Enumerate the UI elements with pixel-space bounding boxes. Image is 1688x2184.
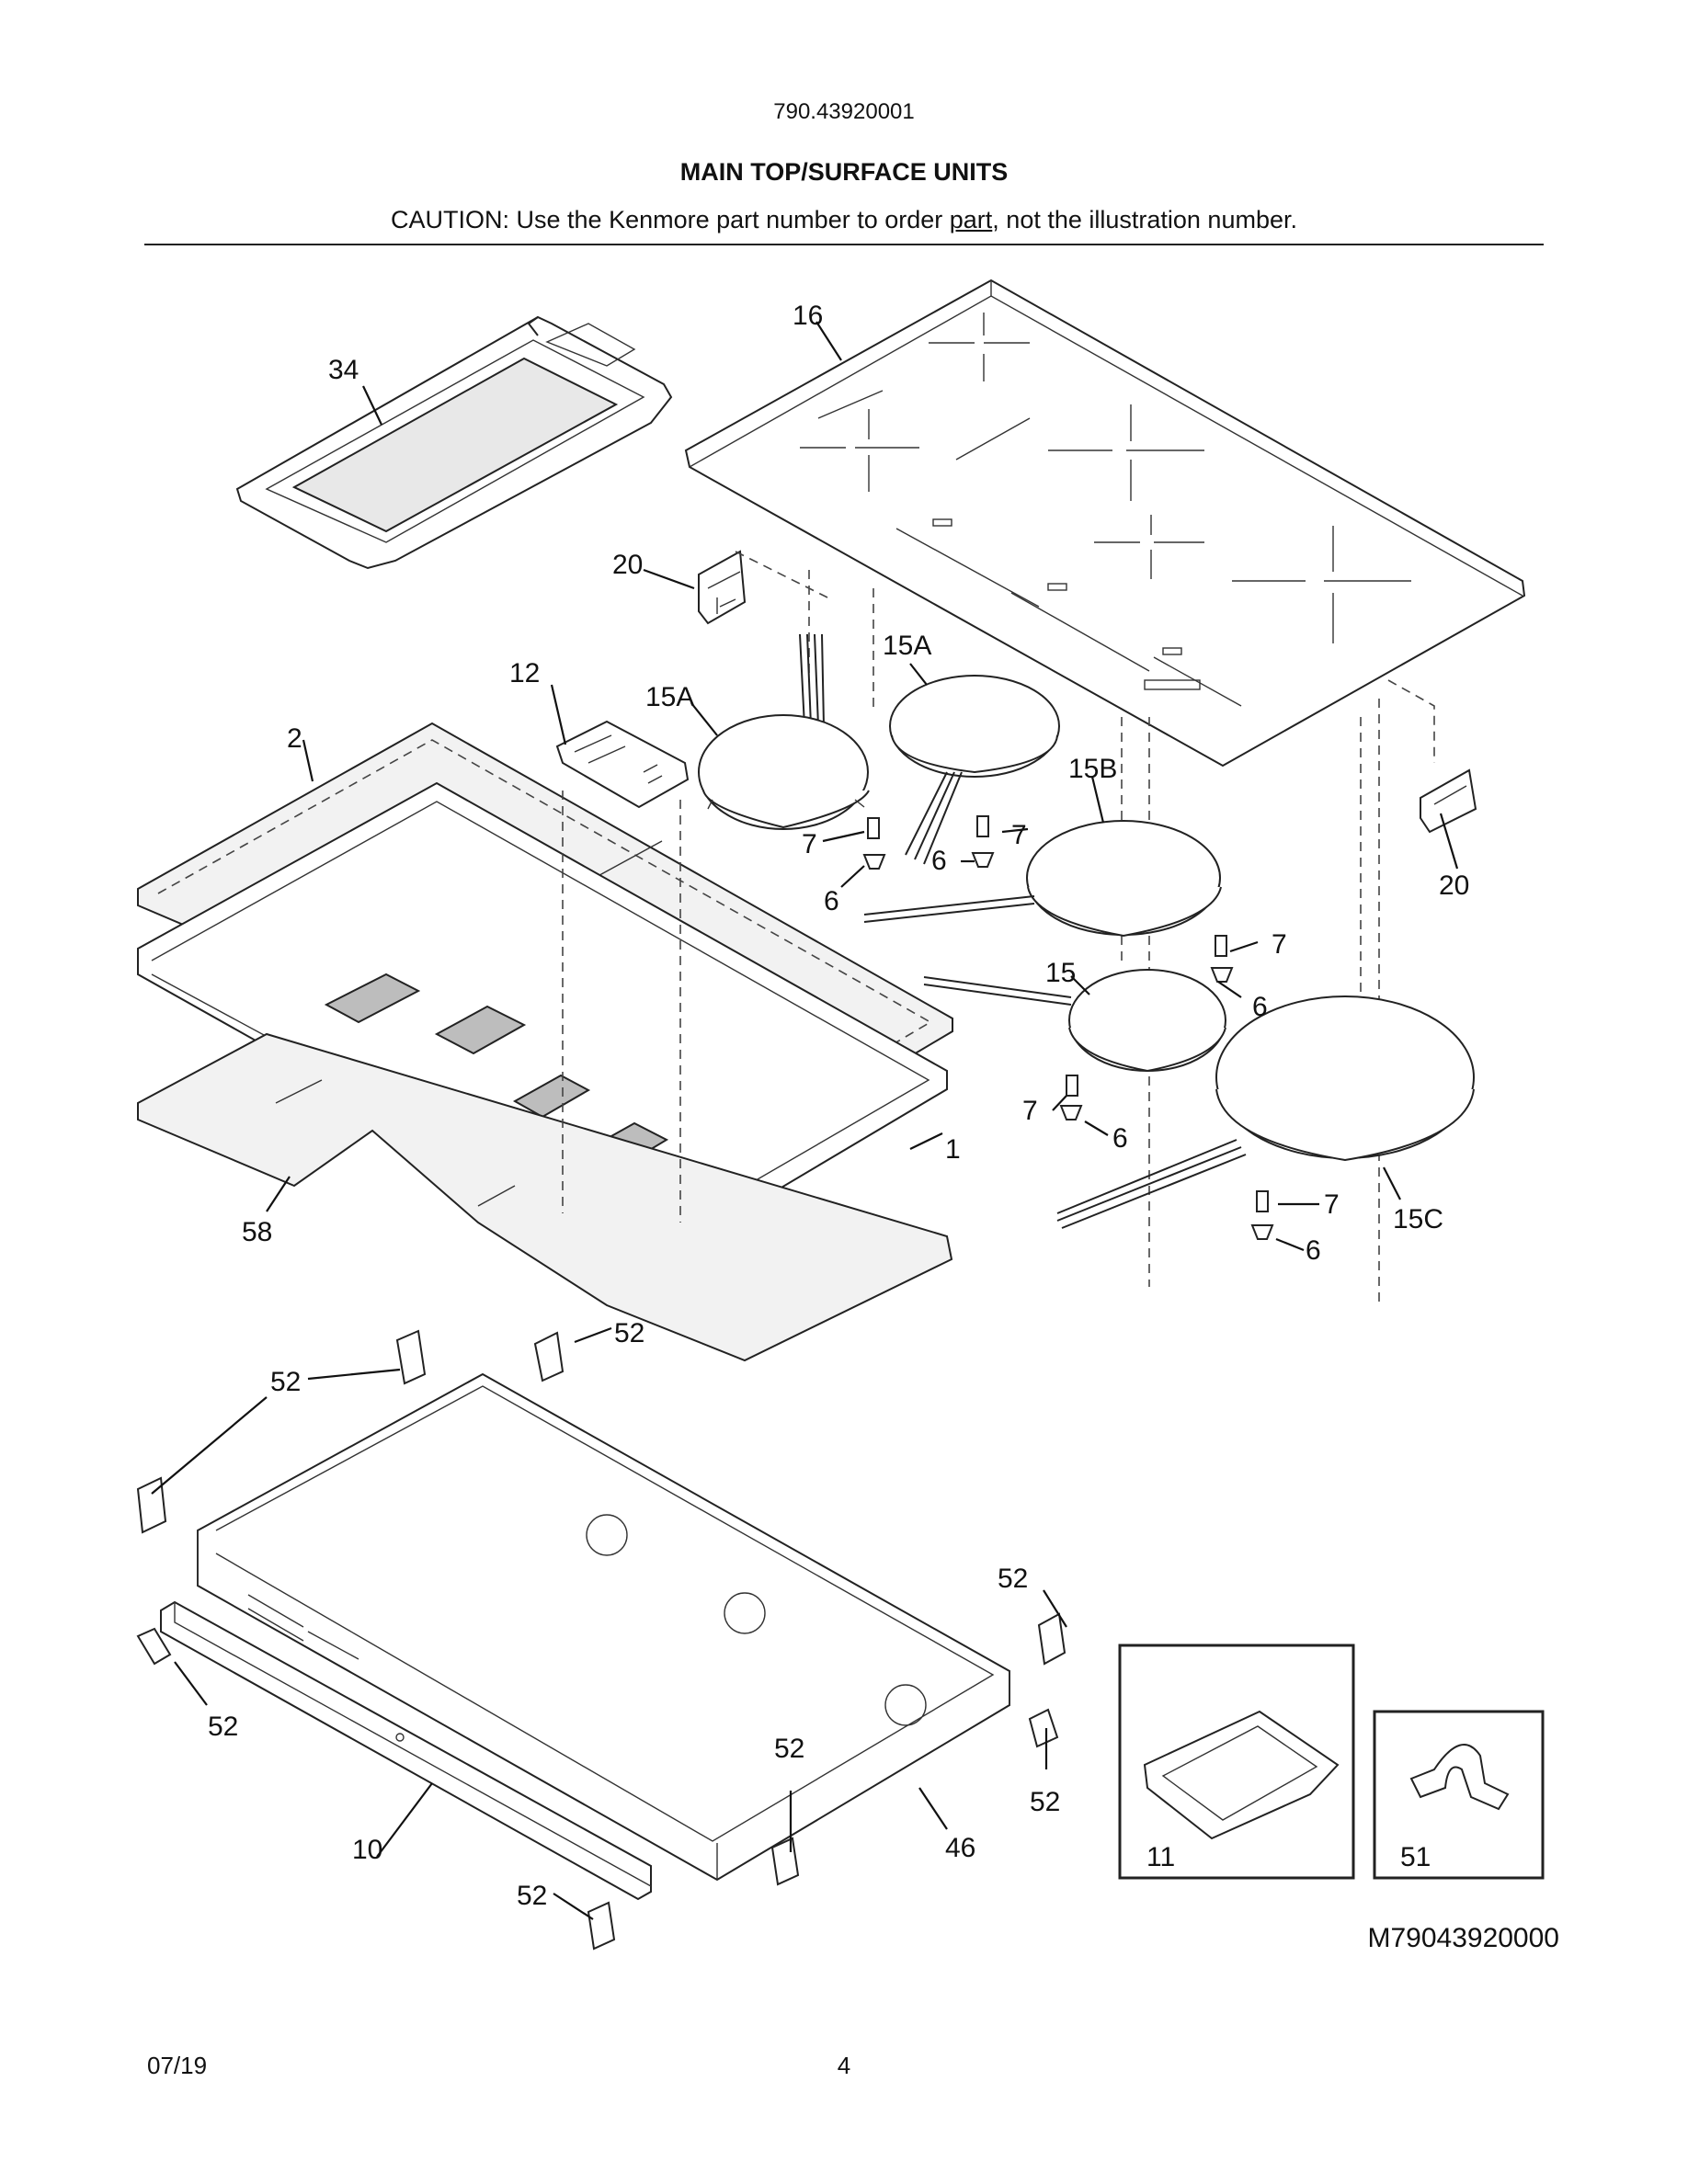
bracket-left-part — [698, 550, 747, 625]
callout-52-g: 52 — [517, 1881, 547, 1911]
callout-52-f: 52 — [774, 1734, 804, 1764]
inset-part-11 — [1118, 1644, 1355, 1880]
section-title: MAIN TOP/SURFACE UNITS — [679, 158, 1009, 186]
callout-15b: 15B — [1068, 754, 1117, 784]
callout-6-e: 6 — [1306, 1235, 1321, 1266]
griddle-part — [235, 315, 673, 570]
element-15a-right-part — [889, 675, 1060, 865]
callout-7-b: 7 — [1011, 820, 1027, 850]
callout-20-right: 20 — [1439, 870, 1469, 901]
callout-58: 58 — [242, 1217, 272, 1247]
callout-51: 51 — [1400, 1842, 1431, 1872]
base-box-part — [197, 1372, 1010, 1882]
callout-7-d: 7 — [1022, 1096, 1038, 1126]
element-15b-part — [863, 820, 1222, 938]
callout-7-c: 7 — [1272, 929, 1287, 960]
callout-52-b: 52 — [270, 1367, 301, 1397]
callout-6-d: 6 — [1112, 1123, 1128, 1154]
callout-16: 16 — [793, 301, 823, 331]
callout-52-e: 52 — [1030, 1787, 1060, 1817]
callout-2: 2 — [287, 723, 302, 754]
figure-id: M79043920000 — [1367, 1923, 1559, 1953]
callout-52-c: 52 — [998, 1564, 1028, 1594]
caution-text-start: CAUTION: Use the Kenmore part number to … — [391, 206, 950, 233]
header-rule — [144, 244, 1544, 245]
callout-6-c: 6 — [1252, 992, 1268, 1022]
callout-12: 12 — [509, 658, 540, 688]
callout-15a-right: 15A — [883, 631, 931, 661]
callout-1: 1 — [945, 1134, 961, 1165]
mount-plate-part — [555, 720, 690, 809]
inset-part-51 — [1373, 1710, 1545, 1880]
clips-52 — [136, 1329, 1066, 1951]
callout-leaders — [151, 321, 1459, 1920]
model-number: 790.43920001 — [773, 99, 915, 124]
footer-date: 07/19 — [147, 2052, 208, 2079]
callout-46: 46 — [945, 1833, 975, 1863]
caution-text-end: , not the illustration number. — [992, 206, 1297, 233]
callout-11: 11 — [1146, 1842, 1175, 1872]
callout-15: 15 — [1045, 958, 1076, 988]
element-15c-part — [1056, 995, 1475, 1229]
callout-20-left: 20 — [612, 550, 643, 580]
callout-6-a: 6 — [824, 886, 839, 916]
callout-15c: 15C — [1393, 1204, 1443, 1234]
callout-34: 34 — [328, 355, 359, 385]
callout-52-a: 52 — [614, 1318, 644, 1348]
element-15-part — [923, 969, 1226, 1073]
callout-labels: 16 34 20 12 15A 15A 2 15B 7 7 6 6 20 7 1… — [208, 301, 1469, 1911]
cooktop-glass-part — [684, 279, 1526, 768]
callout-6-b: 6 — [931, 846, 947, 876]
caution-underlined-word: part — [949, 206, 993, 233]
callout-7-a: 7 — [802, 829, 817, 859]
callout-15a-left: 15A — [645, 682, 694, 712]
insulation-sheet-part — [137, 1032, 953, 1362]
element-15a-left-part — [698, 633, 870, 830]
callout-52-d: 52 — [208, 1712, 238, 1742]
caution-note: CAUTION: Use the Kenmore part number to … — [0, 206, 1688, 234]
bracket-right-part — [1420, 768, 1477, 834]
callout-7-e: 7 — [1324, 1189, 1340, 1220]
front-rail-part — [160, 1600, 652, 1901]
page-number: 4 — [837, 2052, 851, 2079]
springs-and-screws — [862, 815, 1274, 1240]
callout-10: 10 — [352, 1835, 382, 1865]
